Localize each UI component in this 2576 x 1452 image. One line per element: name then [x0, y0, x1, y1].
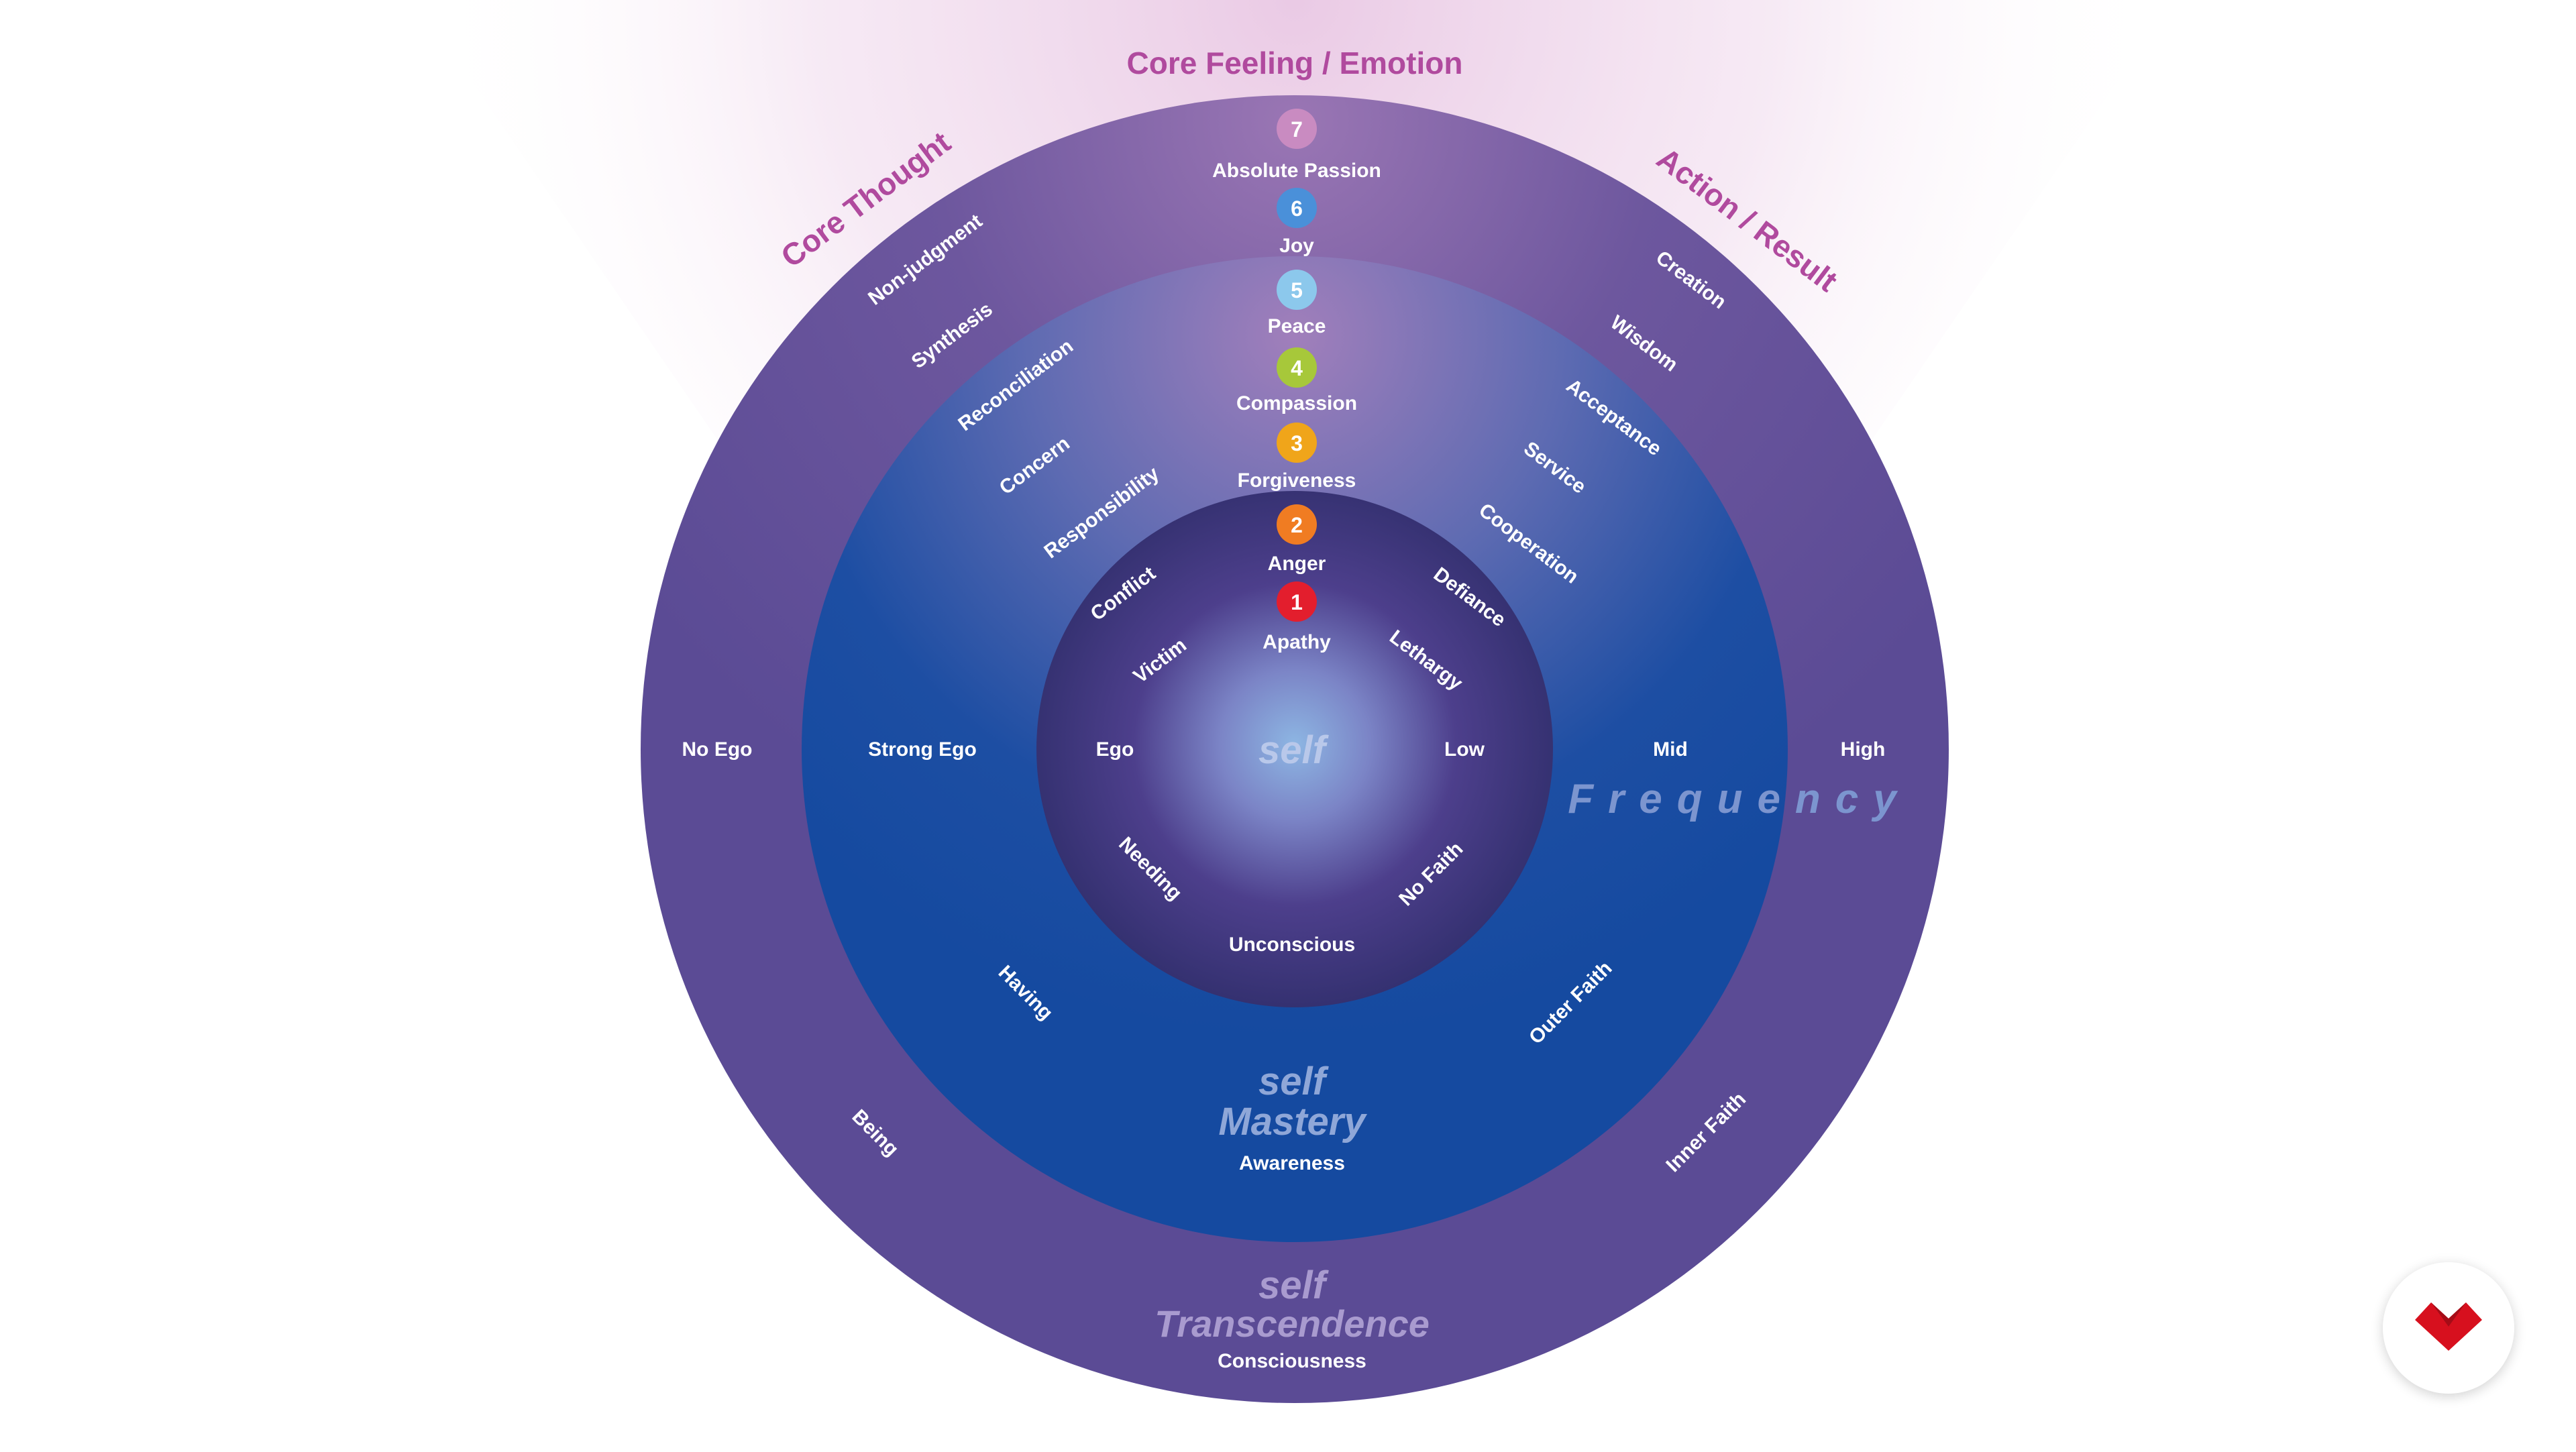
- level-2-badge: [1277, 504, 1317, 545]
- level-4-badge: [1277, 347, 1317, 388]
- level-3-badge: [1277, 423, 1317, 463]
- level-2-number: 2: [1291, 513, 1303, 537]
- level-badges: 7 Absolute Passion 6 Joy 5 Peace 4 Compa…: [1212, 109, 1381, 653]
- logo-button[interactable]: [2383, 1262, 2514, 1394]
- inner-ring-caption: Unconscious: [1229, 934, 1355, 956]
- level-2-name: Anger: [1268, 553, 1326, 575]
- level-4-name: Compassion: [1236, 392, 1357, 414]
- level-1-badge: [1277, 581, 1317, 622]
- middle-ring-title: self: [1258, 1060, 1330, 1103]
- level-6: 6 Joy: [1277, 188, 1317, 257]
- level-6-number: 6: [1291, 197, 1303, 221]
- level-7: 7 Absolute Passion: [1212, 109, 1381, 182]
- level-1-number: 1: [1291, 590, 1303, 614]
- level-2: 2 Anger: [1268, 504, 1326, 575]
- level-7-name: Absolute Passion: [1212, 160, 1381, 182]
- core-feeling-header: Core Feeling / Emotion: [1127, 46, 1463, 80]
- level-3: 3 Forgiveness: [1238, 423, 1356, 492]
- outer-ring-title: self: [1258, 1264, 1330, 1307]
- middle-ring-subtitle: Mastery: [1218, 1100, 1367, 1143]
- level-3-number: 3: [1291, 431, 1303, 455]
- frequency-middle-label: Mid: [1653, 738, 1688, 761]
- level-6-badge: [1277, 188, 1317, 228]
- level-5-name: Peace: [1268, 315, 1326, 337]
- level-7-number: 7: [1291, 117, 1303, 142]
- frequency-title: Frequency: [1568, 776, 1911, 822]
- ego-middle-label: Strong Ego: [868, 738, 977, 761]
- middle-ring-caption: Awareness: [1239, 1152, 1345, 1174]
- inner-ring-title: self: [1258, 728, 1330, 772]
- level-5: 5 Peace: [1268, 270, 1326, 337]
- level-5-number: 5: [1291, 278, 1303, 302]
- outer-ring-subtitle: Transcendence: [1155, 1302, 1430, 1345]
- heart-logo-icon: [2415, 1302, 2482, 1351]
- level-6-name: Joy: [1279, 235, 1314, 257]
- ego-inner-label: Ego: [1096, 738, 1134, 761]
- outer-ring-caption: Consciousness: [1218, 1350, 1366, 1372]
- ring-titles: self Unconscious self Mastery Awareness …: [1155, 728, 1430, 1372]
- inner-ring-self: [1036, 491, 1553, 1007]
- level-4-number: 4: [1291, 356, 1303, 380]
- level-5-badge: [1277, 270, 1317, 310]
- level-1: 1 Apathy: [1263, 581, 1331, 653]
- horizontal-scale: No Ego Strong Ego Ego Low Mid High Frequ…: [682, 738, 1911, 822]
- level-1-name: Apathy: [1263, 631, 1331, 653]
- frequency-outer-label: High: [1841, 738, 1886, 761]
- level-3-name: Forgiveness: [1238, 469, 1356, 492]
- ego-outer-label: No Ego: [682, 738, 753, 761]
- level-7-badge: [1277, 109, 1317, 149]
- level-4: 4 Compassion: [1236, 347, 1357, 414]
- frequency-inner-label: Low: [1444, 738, 1485, 761]
